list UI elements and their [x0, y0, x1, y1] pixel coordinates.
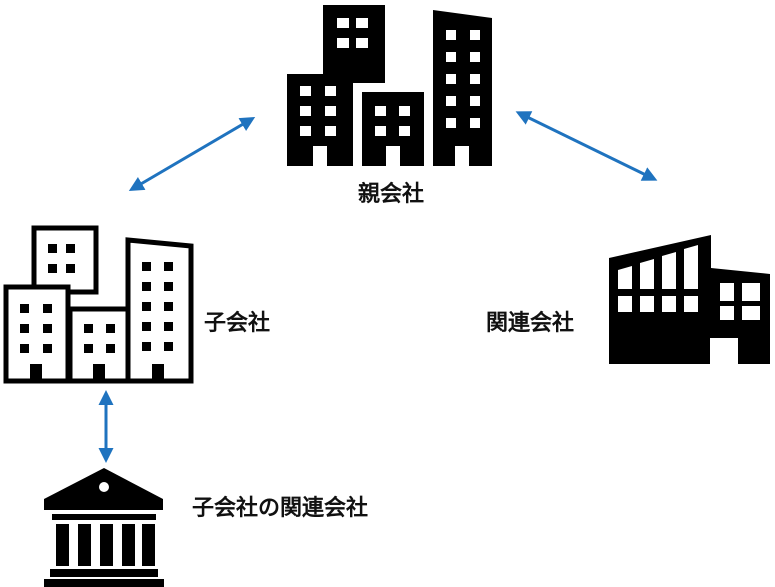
- arrow-parent-affiliate: [515, 111, 658, 181]
- subsidiary-label: 子会社: [204, 311, 271, 336]
- affiliate-factory-icon: [609, 235, 770, 364]
- parent-company-label: 親会社: [358, 182, 425, 207]
- affiliate-label: 関連会社: [486, 311, 575, 336]
- parent-company-icon: [287, 5, 492, 166]
- bank-building-icon: [44, 468, 164, 587]
- arrow-parent-subsidiary: [128, 116, 256, 192]
- subsidiary-icon: [3, 225, 194, 384]
- subsidiary-affiliate-label: 子会社の関連会社: [192, 496, 369, 521]
